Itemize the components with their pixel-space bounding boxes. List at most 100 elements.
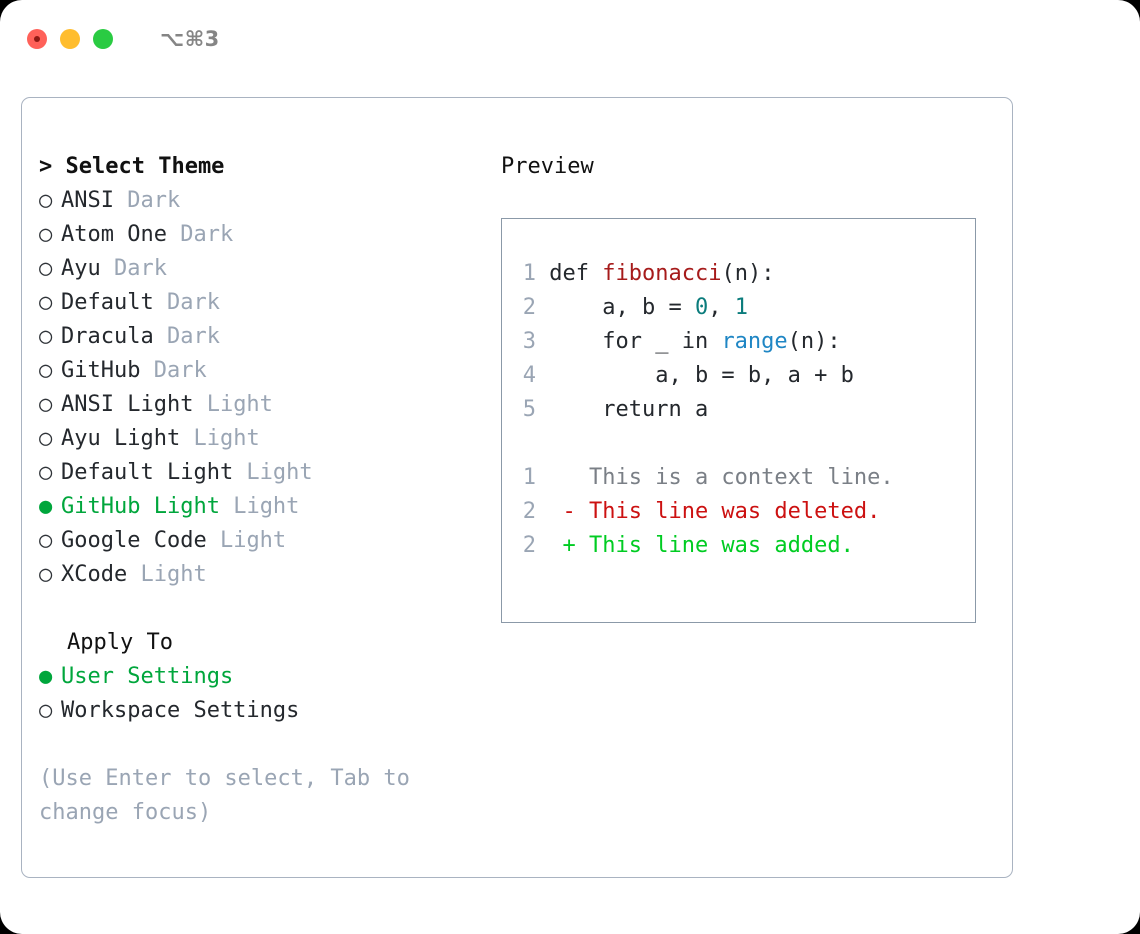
theme-option-variant: Dark (166, 222, 234, 247)
theme-option-variant: Light (206, 528, 287, 553)
theme-option-label: Ayu (61, 256, 101, 281)
keyboard-shortcut-label: ⌥⌘3 (160, 27, 220, 51)
theme-option-label: Google Code (61, 528, 207, 553)
theme-option-xcode[interactable]: ○ XCode Light (39, 558, 494, 592)
radio-unselected-icon: ○ (39, 460, 53, 485)
preview-heading: Preview (501, 154, 594, 179)
theme-option-label: Dracula (61, 324, 154, 349)
theme-option-variant: Dark (153, 324, 220, 349)
code-token-plain: (n): (787, 329, 841, 354)
theme-option-ayu[interactable]: ○ Ayu Dark (39, 252, 494, 286)
theme-option-variant: Light (180, 426, 260, 451)
code-token-num: 0 (694, 295, 709, 320)
theme-option-google-code[interactable]: ○Google Code Light (39, 524, 494, 558)
theme-option-github-light[interactable]: ● GitHub Light Light (39, 490, 494, 524)
diff-line-number: 2 (522, 499, 536, 524)
theme-option-variant: Dark (100, 256, 167, 281)
code-line: 3 for _ in range(n): (514, 325, 854, 359)
theme-option-list: ○ANSI Dark○Atom One Dark○Ayu Dark○Defaul… (39, 184, 494, 592)
theme-option-label: ANSI (61, 188, 114, 213)
diff-line: 1 This is a context line. (514, 461, 894, 495)
theme-picker-column: > Select Theme ○ANSI Dark○Atom One Dark○… (39, 150, 494, 830)
theme-option-ansi[interactable]: ○ANSI Dark (39, 184, 494, 218)
diff-line-number: 2 (522, 533, 536, 558)
diff-line: 2 + This line was added. (514, 529, 894, 563)
code-line: 1 def fibonacci(n): (514, 257, 854, 291)
apply-to-option-label: Workspace Settings (61, 698, 300, 723)
code-line: 2 a, b = 0, 1 (514, 291, 854, 325)
theme-option-default[interactable]: ○ Default Dark (39, 286, 494, 320)
theme-option-label: GitHub Light (61, 494, 220, 519)
zoom-window-button[interactable] (93, 29, 113, 49)
code-token-fn: fibonacci (602, 261, 722, 286)
code-token-num: 1 (734, 295, 748, 320)
theme-option-variant: Light (219, 494, 300, 519)
code-token-plain: return a (549, 397, 709, 422)
code-token-plain: def (549, 261, 603, 286)
code-token-plain: a, b = (549, 295, 695, 320)
title-bar: ⌥⌘3 (0, 0, 1140, 78)
theme-option-label: XCode (61, 562, 128, 587)
radio-unselected-icon: ○ (39, 324, 53, 349)
code-token-plain: (n): (721, 261, 775, 286)
code-line-number: 4 (522, 363, 536, 388)
theme-option-variant: Dark (140, 358, 207, 383)
theme-option-label: Ayu Light (61, 426, 181, 451)
keyboard-hint-text: (Use Enter to select, Tab to change focu… (39, 766, 424, 825)
close-window-button[interactable] (27, 29, 47, 49)
code-line: 5 return a (514, 393, 854, 427)
theme-option-ansi-light[interactable]: ○ ANSI Light Light (39, 388, 494, 422)
radio-selected-icon: ● (39, 664, 53, 689)
theme-option-ayu-light[interactable]: ○ Ayu Light Light (39, 422, 494, 456)
code-token-plain: , (708, 295, 735, 320)
code-token-plain: for _ in (549, 329, 722, 354)
diff-line: 2 - This line was deleted. (514, 495, 894, 529)
theme-option-label: ANSI Light (61, 392, 194, 417)
theme-option-label: GitHub (61, 358, 141, 383)
radio-unselected-icon: ○ (39, 256, 53, 281)
theme-option-label: Default Light (61, 460, 234, 485)
code-line-number: 5 (522, 397, 536, 422)
diff-line-text: This is a context line. (536, 465, 894, 490)
radio-selected-icon: ● (39, 494, 53, 519)
diff-line-text: + This line was added. (536, 533, 854, 558)
theme-option-dracula[interactable]: ○ Dracula Dark (39, 320, 494, 354)
radio-unselected-icon: ○ (39, 392, 53, 417)
code-token-plain: a, b = b, a + b (549, 363, 854, 388)
radio-unselected-icon: ○ (39, 358, 53, 383)
radio-unselected-icon: ○ (39, 290, 53, 315)
list-spacer (39, 592, 494, 626)
theme-option-default-light[interactable]: ○ Default Light Light (39, 456, 494, 490)
hint-spacer (39, 728, 494, 762)
theme-option-label: Default (61, 290, 154, 315)
theme-option-atom-one[interactable]: ○ Atom One Dark (39, 218, 494, 252)
apply-to-option-user-settings[interactable]: ● User Settings (39, 660, 494, 694)
theme-option-variant: Light (233, 460, 313, 485)
apply-to-option-workspace-settings[interactable]: ○Workspace Settings (39, 694, 494, 728)
theme-option-variant: Light (193, 392, 273, 417)
apply-to-heading: Apply To (67, 630, 173, 655)
preview-column: Preview 1 def fibonacci(n):2 a, b = 0, 1… (501, 150, 991, 623)
apply-to-option-label: User Settings (61, 664, 234, 689)
theme-option-github[interactable]: ○ GitHub Dark (39, 354, 494, 388)
theme-option-label: Atom One (61, 222, 167, 247)
main-panel: > Select Theme ○ANSI Dark○Atom One Dark○… (21, 97, 1013, 878)
radio-unselected-icon: ○ (39, 222, 53, 247)
code-line-number: 1 (522, 261, 536, 286)
radio-unselected-icon: ○ (39, 426, 53, 451)
theme-option-variant: Dark (153, 290, 220, 315)
code-token-call: range (721, 329, 788, 354)
radio-unselected-icon: ○ (39, 562, 53, 587)
code-line-number: 3 (522, 329, 536, 354)
select-theme-heading: > Select Theme (39, 154, 225, 179)
diff-line-number: 1 (522, 465, 536, 490)
theme-option-variant: Dark (113, 188, 181, 213)
apply-to-option-list: ● User Settings ○Workspace Settings (39, 660, 494, 728)
diff-line-text: - This line was deleted. (536, 499, 881, 524)
minimize-window-button[interactable] (60, 29, 80, 49)
theme-option-variant: Light (127, 562, 207, 587)
traffic-light-group (27, 29, 113, 49)
